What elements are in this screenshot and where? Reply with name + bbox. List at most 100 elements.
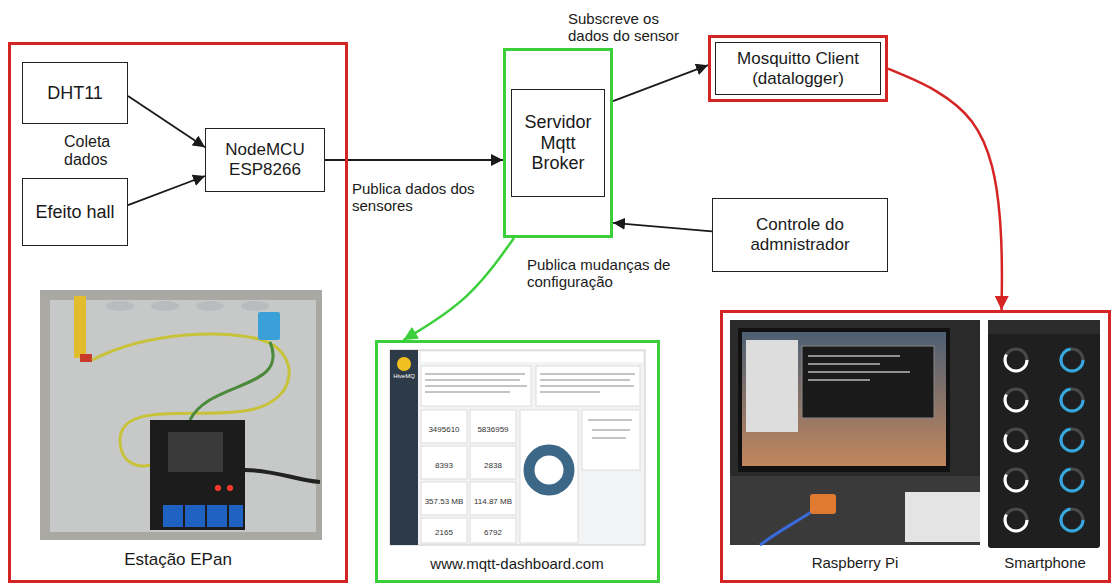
gauge-arc xyxy=(1061,429,1083,451)
node-label: NodeMCU ESP8266 xyxy=(216,140,314,179)
terminal-block xyxy=(185,505,205,527)
station-frame: Estação EPanDHT11Efeito hallNodeMCU ESP8… xyxy=(8,42,348,583)
devices-frame: Raspberry Pi Smartphone xyxy=(720,310,1111,583)
desk xyxy=(730,476,980,545)
gauge xyxy=(1005,349,1027,371)
terminal-lines xyxy=(808,356,910,380)
gauge xyxy=(1005,389,1027,411)
caption: www.mqtt-dashboard.com xyxy=(387,555,647,572)
dashboard-frame: www.mqtt-dashboard.com xyxy=(375,340,660,583)
app-bar xyxy=(988,320,1100,334)
stat-number: 2165 xyxy=(421,528,467,537)
donut-chart xyxy=(529,450,569,490)
node-label: Controle do admnistrador xyxy=(723,215,877,254)
card xyxy=(421,410,467,443)
gauge-arc xyxy=(1061,349,1083,371)
caption: Raspberry Pi xyxy=(780,554,930,571)
text-lines xyxy=(588,420,632,438)
gauge xyxy=(1005,469,1027,491)
arrow-label: Coleta dados xyxy=(64,133,130,170)
sidebar xyxy=(390,350,418,545)
connectors xyxy=(128,65,1002,340)
gauge xyxy=(1061,389,1083,411)
stat-number: 2838 xyxy=(470,461,516,470)
card xyxy=(421,446,467,479)
chart-panel xyxy=(520,410,578,543)
phone-screen xyxy=(988,320,1100,548)
terminal-block xyxy=(163,505,183,527)
stat-number: 357.53 MB xyxy=(421,497,467,506)
edge-label: Publica mudanças de configuração xyxy=(527,256,677,291)
connector-arrow xyxy=(404,238,515,340)
client-box: Mosquitto Client (datalogger) xyxy=(708,35,888,102)
card xyxy=(421,482,467,515)
gauge-arc xyxy=(1005,429,1027,451)
node-label: Efeito hall xyxy=(35,202,114,223)
edge-label: Publica dados dos sensores xyxy=(352,180,484,215)
card xyxy=(421,518,467,543)
screen xyxy=(742,332,946,466)
gauge xyxy=(1061,509,1083,531)
logo-text: HiveMQ xyxy=(390,373,418,380)
box-hole xyxy=(196,301,224,311)
stat-number: 8393 xyxy=(421,461,467,470)
controller-box: NodeMCU ESP8266 xyxy=(205,128,325,192)
node-label: DHT11 xyxy=(47,83,103,104)
connector-arrow xyxy=(128,176,205,205)
gauge xyxy=(1005,429,1027,451)
admin-box: Controle do admnistrador xyxy=(712,198,888,272)
dht11-sensor xyxy=(258,312,280,340)
led xyxy=(215,485,221,491)
connector-arrow xyxy=(613,65,708,101)
screen xyxy=(390,350,645,545)
esp-chip xyxy=(168,432,223,472)
gauge-arc xyxy=(1005,389,1027,411)
gauge xyxy=(1061,429,1083,451)
caption: Smartphone xyxy=(990,554,1100,571)
gauges xyxy=(1005,349,1083,531)
gauge-arc xyxy=(1061,469,1083,491)
stat-number: 6792 xyxy=(470,528,516,537)
file-window xyxy=(746,340,798,432)
sensor-box: Efeito hall xyxy=(22,178,128,246)
top-bar xyxy=(421,352,643,362)
card xyxy=(470,410,516,443)
broker-box: Servidor Mqtt Broker xyxy=(503,48,613,238)
photo-ground xyxy=(730,320,980,545)
node-label: Mosquitto Client (datalogger) xyxy=(715,42,881,95)
edge-label: Subscreve os dados do sensor xyxy=(568,10,698,45)
box-hole xyxy=(151,301,179,311)
sensor-wire xyxy=(190,342,273,420)
box-hole xyxy=(241,301,269,311)
plastic-box xyxy=(50,300,316,532)
led xyxy=(227,485,233,491)
station-photo xyxy=(40,290,322,540)
ruler xyxy=(74,296,86,358)
smartphone-screenshot xyxy=(988,320,1100,548)
terminal-block xyxy=(229,505,243,527)
sensor-box: DHT11 xyxy=(22,62,128,124)
logo xyxy=(397,357,411,371)
gauge-arc xyxy=(1061,389,1083,411)
card xyxy=(470,446,516,479)
panel xyxy=(582,410,640,470)
gauge-arc xyxy=(1005,469,1027,491)
connector-arrow xyxy=(128,96,205,147)
card xyxy=(470,518,516,543)
gauge-arc xyxy=(1061,509,1083,531)
node-label: Servidor Mqtt Broker xyxy=(511,89,605,197)
connector-arrow xyxy=(325,159,503,161)
keyboard xyxy=(905,492,980,542)
terminal-window xyxy=(802,346,934,418)
dashboard-screenshot xyxy=(390,350,645,545)
gauge-arc xyxy=(1005,349,1027,371)
terminal-block xyxy=(207,505,227,527)
connector-arrow xyxy=(613,223,712,232)
stat-number: 5836959 xyxy=(470,425,516,434)
gauge-arc xyxy=(1005,509,1027,531)
stat-number: 3495610 xyxy=(421,425,467,434)
nodemcu-board xyxy=(150,420,245,530)
monitor xyxy=(738,328,950,472)
